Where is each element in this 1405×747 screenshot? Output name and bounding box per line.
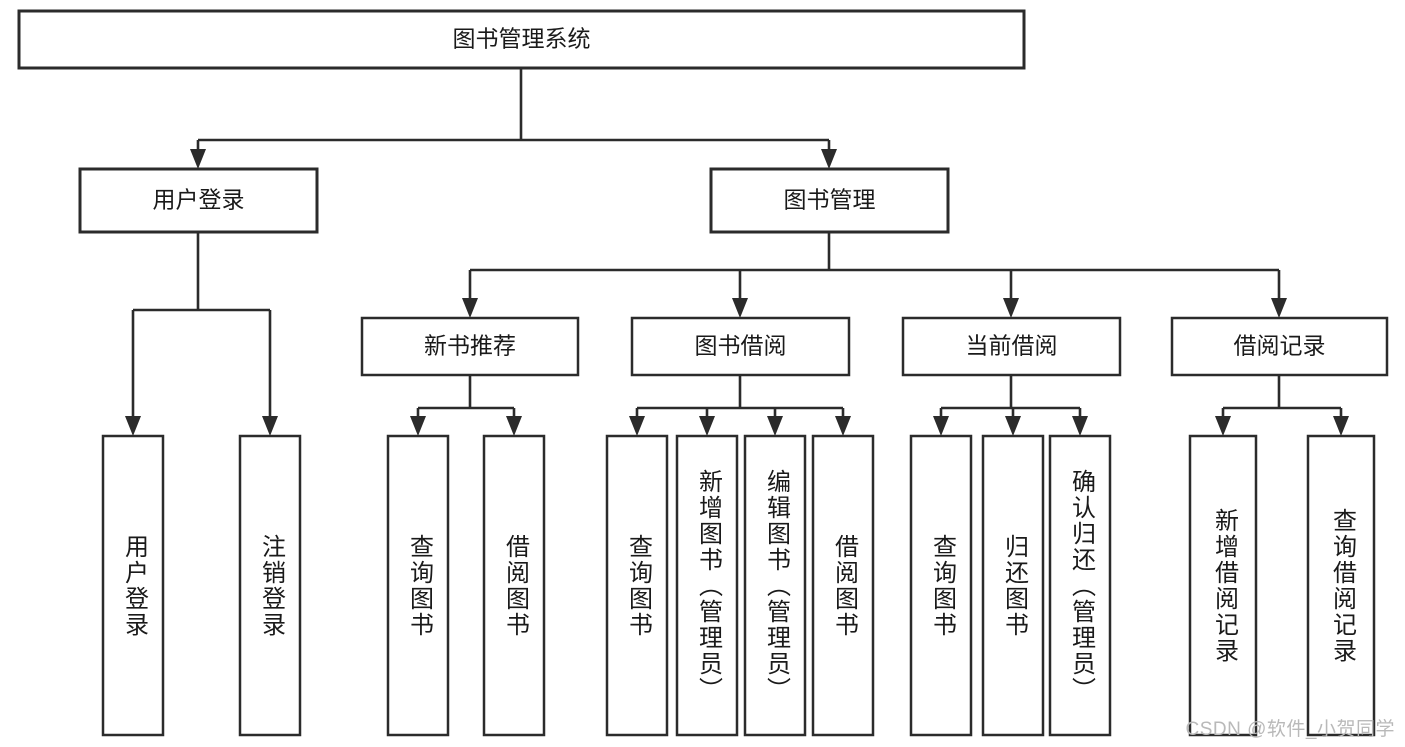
node-leaf-4[interactable] (605, 434, 669, 737)
node-level3-label-2: 当前借阅 (966, 333, 1058, 359)
node-leaf-12[interactable] (1306, 434, 1376, 737)
node-level3-3[interactable] (1170, 316, 1389, 377)
arrow-head-icon (732, 298, 748, 318)
watermark: CSDN @软件_小贺同学 (1185, 719, 1395, 740)
node-level3-1[interactable] (630, 316, 851, 377)
arrow-head-icon (767, 416, 783, 436)
node-leaf-10[interactable] (1048, 434, 1112, 737)
arrow-head-icon (410, 416, 426, 436)
node-level3-label-3: 借阅记录 (1234, 333, 1326, 359)
node-leaf-0[interactable] (101, 434, 165, 737)
arrow-head-icon (1333, 416, 1349, 436)
arrow-head-icon (1072, 416, 1088, 436)
arrow-head-icon (821, 149, 837, 169)
arrow-head-icon (1005, 416, 1021, 436)
arrow-head-icon (190, 149, 206, 169)
node-level3-2[interactable] (901, 316, 1122, 377)
node-level2-1[interactable] (709, 167, 950, 234)
node-level3-0[interactable] (360, 316, 580, 377)
node-level2-label-1: 图书管理 (784, 187, 876, 213)
node-leaf-5[interactable] (675, 434, 739, 737)
node-level2-label-0: 用户登录 (153, 187, 245, 213)
arrow-head-icon (699, 416, 715, 436)
connector-layer (125, 68, 1349, 436)
arrow-head-icon (1003, 298, 1019, 318)
arrow-head-icon (1215, 416, 1231, 436)
node-root[interactable] (17, 9, 1026, 70)
node-level2-0[interactable] (78, 167, 319, 234)
node-leaf-11[interactable] (1188, 434, 1258, 737)
node-leaf-8[interactable] (909, 434, 973, 737)
arrow-head-icon (933, 416, 949, 436)
node-leaf-9[interactable] (981, 434, 1045, 737)
node-root-label: 图书管理系统 (453, 26, 591, 52)
node-leaf-1[interactable] (238, 434, 302, 737)
arrow-head-icon (1271, 298, 1287, 318)
node-leaf-2[interactable] (386, 434, 450, 737)
arrow-head-icon (125, 416, 141, 436)
arrow-head-icon (262, 416, 278, 436)
node-level3-label-0: 新书推荐 (424, 333, 516, 359)
arrow-head-icon (506, 416, 522, 436)
arrow-head-icon (462, 298, 478, 318)
node-leaf-6[interactable] (743, 434, 807, 737)
node-leaf-3[interactable] (482, 434, 546, 737)
node-leaf-7[interactable] (811, 434, 875, 737)
arrow-head-icon (629, 416, 645, 436)
arrow-head-icon (835, 416, 851, 436)
node-level3-label-1: 图书借阅 (695, 333, 787, 359)
